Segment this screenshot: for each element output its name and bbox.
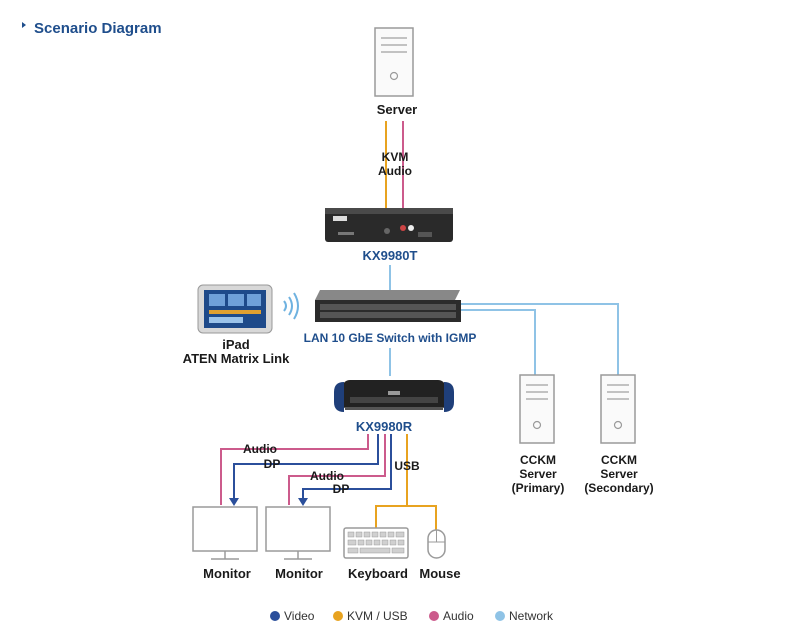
- network-cable-secondary: [460, 303, 619, 375]
- mouse-label: Mouse: [419, 566, 460, 581]
- legend-video-label: Video: [284, 609, 315, 623]
- mouse-icon: [427, 529, 446, 559]
- matrix-link-label: ATEN Matrix Link: [183, 351, 290, 366]
- cckm-primary-line2: Server: [519, 467, 557, 481]
- monitor-2-icon: [265, 506, 331, 560]
- dp-arrow-1: [229, 498, 239, 506]
- transmitter-label: KX9980T: [363, 248, 418, 263]
- legend-audio-dot: [429, 611, 439, 621]
- audio-cable-label: Audio: [378, 164, 412, 178]
- cckm-secondary-server-icon: [600, 374, 636, 444]
- cckm-primary-line3: (Primary): [512, 481, 565, 495]
- triangle-right-icon: [22, 22, 26, 28]
- usb-label: USB: [394, 459, 420, 473]
- dp-cable-2: [302, 434, 392, 500]
- ipad-label: iPad: [222, 337, 250, 352]
- legend: Video KVM / USB Audio Network: [270, 609, 554, 623]
- monitor-1-label: Monitor: [203, 566, 251, 581]
- audio-label-1: Audio: [243, 442, 277, 456]
- audio-cable-2: [288, 434, 386, 505]
- server-icon: [374, 27, 414, 97]
- monitor-2-label: Monitor: [275, 566, 323, 581]
- network-cable-primary: [460, 309, 536, 375]
- switch-label: LAN 10 GbE Switch with IGMP: [304, 331, 477, 345]
- cckm-secondary-line1: CCKM: [601, 453, 637, 467]
- dp-cable-1: [233, 434, 379, 500]
- ipad-device: [197, 284, 273, 334]
- wifi-signal-icon: [283, 292, 299, 320]
- title-block: Scenario Diagram: [22, 20, 162, 37]
- dp-arrow-2: [298, 498, 308, 506]
- cckm-primary-server-icon: [519, 374, 555, 444]
- cckm-secondary-line2: Server: [600, 467, 638, 481]
- monitor-1-icon: [192, 506, 258, 560]
- dp-label-1: DP: [264, 457, 281, 471]
- legend-kvm-usb-label: KVM / USB: [347, 609, 408, 623]
- network-switch: [315, 290, 461, 322]
- cckm-primary-line1: CCKM: [520, 453, 556, 467]
- keyboard-label: Keyboard: [348, 566, 408, 581]
- receiver-label: KX9980R: [356, 419, 413, 434]
- server-label: Server: [377, 102, 417, 117]
- legend-network-label: Network: [509, 609, 554, 623]
- page-title: Scenario Diagram: [34, 20, 162, 37]
- audio-label-2: Audio: [310, 469, 344, 483]
- transmitter-device: [325, 208, 453, 242]
- legend-kvm-usb-dot: [333, 611, 343, 621]
- audio-cable-1: [220, 434, 369, 505]
- usb-split: [375, 505, 437, 530]
- receiver-device: [334, 380, 454, 412]
- kvm-cable-label: KVM: [382, 150, 409, 164]
- legend-video-dot: [270, 611, 280, 621]
- legend-audio-label: Audio: [443, 609, 474, 623]
- keyboard-icon: [343, 527, 409, 559]
- cckm-secondary-line3: (Secondary): [584, 481, 653, 495]
- legend-network-dot: [495, 611, 505, 621]
- dp-label-2: DP: [333, 482, 350, 496]
